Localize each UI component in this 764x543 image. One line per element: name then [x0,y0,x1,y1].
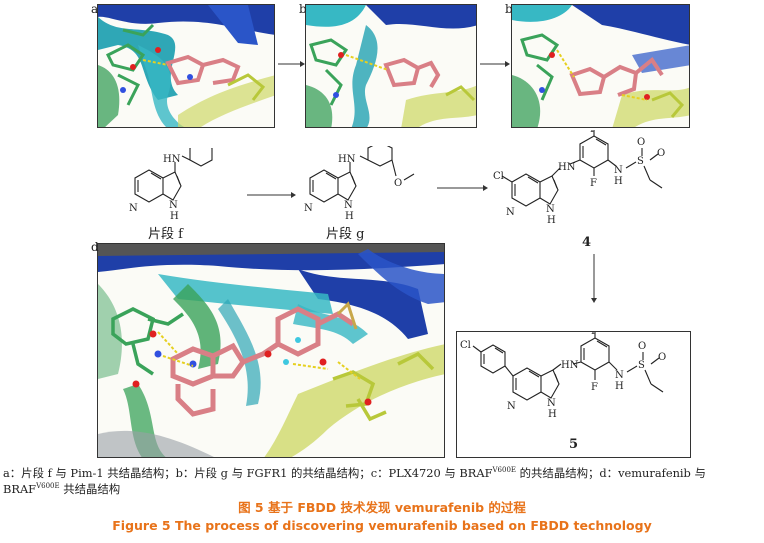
atom-n-pyrrole-4: N [546,204,555,215]
atom-n-sulfonamide-5: N [615,370,624,381]
atom-o1-4: O [637,137,645,148]
atom-h-sulfonamide-5: H [615,381,624,392]
note-part4: 共结晶结构 [59,482,121,496]
atom-s-5: S [638,360,645,371]
molecule-compound-5: Cl HN F F N H S O O N N H 5 [460,332,666,452]
arrow-4-to-5 [591,254,597,303]
label-fragment-f: 片段 f [148,227,184,242]
figure-title-en: Figure 5 The process of discovering vemu… [112,518,652,533]
atom-cl-4: Cl [493,171,504,182]
arrow-a-to-b [278,61,305,67]
atom-h-sulfonamide-4: H [614,176,623,187]
atom-cl-5: Cl [460,340,471,351]
label-compound-4: 4 [582,235,591,248]
panel-label-b1: b [299,2,307,16]
atom-n-pyridine-5: N [507,401,516,412]
molecule-fragment-f: HN N N H 片段 f [129,148,213,242]
crystal-structure-panel-d [97,243,445,458]
atom-n-sulfonamide-4: N [614,165,623,176]
protein-ligand-render-a [98,5,274,127]
atom-f-bottom-4: F [590,178,597,189]
atom-hn-g: HN [338,154,356,165]
note-part1: a：片段 f 与 Pim-1 共结晶结构；b：片段 g 与 FGFR1 的共结晶… [3,466,493,480]
arrow-g-to-4 [437,185,488,191]
crystal-structure-panel-b2 [511,4,690,128]
atom-n-g: N [304,203,313,214]
atom-n-f: N [129,203,138,214]
atom-n-pyrrole-g: N [344,200,353,211]
atom-o-g: O [394,178,402,189]
atom-s-4: S [637,156,644,167]
panel-label-a-outer: a [91,2,99,16]
atom-h-f: H [170,211,179,222]
atom-f-bottom-5: F [591,382,598,393]
atom-h-pyrrole-5: H [548,409,557,420]
protein-ligand-render-d [98,244,444,457]
protein-ligand-render-b2 [512,5,689,127]
atom-o2-4: O [657,148,665,159]
note-part2: 的共结晶结构；d：vemurafenib 与 [516,466,706,480]
note-sup1: V600E [492,466,517,474]
atom-o2-5: O [658,352,666,363]
protein-ligand-render-b1 [306,5,476,127]
figure-notes: a：片段 f 与 Pim-1 共结晶结构；b：片段 g 与 FGFR1 的共结晶… [3,465,761,497]
note-part3: BRAF [3,482,37,496]
atom-n-pyridine-4: N [506,207,515,218]
atom-f-top-5: F [591,332,598,337]
panel-label-b2: b [505,2,513,16]
arrow-b-to-c [480,61,510,67]
molecule-fragment-g: HN O N N H 片段 g [304,146,415,242]
atom-n-pyrrole-5: N [547,398,556,409]
crystal-structure-panel-b1 [305,4,477,128]
label-fragment-g: 片段 g [326,227,364,242]
compound-5-box: Cl HN F F N H S O O N N H 5 [456,331,691,458]
atom-h-g: H [345,211,354,222]
label-compound-5: 5 [569,437,578,452]
atom-h-pyrrole-4: H [547,215,556,226]
note-sup2: V600E [36,482,60,490]
atom-f-top-4: F [590,130,597,135]
atom-hn-5: HN [561,360,579,371]
arrow-f-to-g [247,192,296,198]
figure-title-cn: 图 5 基于 FBDD 技术发现 vemurafenib 的过程 [238,500,526,515]
atom-hn-f: HN [163,154,181,165]
atom-hn-4: HN [558,162,576,173]
molecule-compound-4: Cl HN F F N H S O O N N H 4 [493,130,665,248]
atom-n-pyrrole-f: N [169,200,178,211]
crystal-structure-panel-a: a [97,4,275,128]
atom-o1-5: O [638,341,646,352]
panel-label-d: d [91,240,99,254]
